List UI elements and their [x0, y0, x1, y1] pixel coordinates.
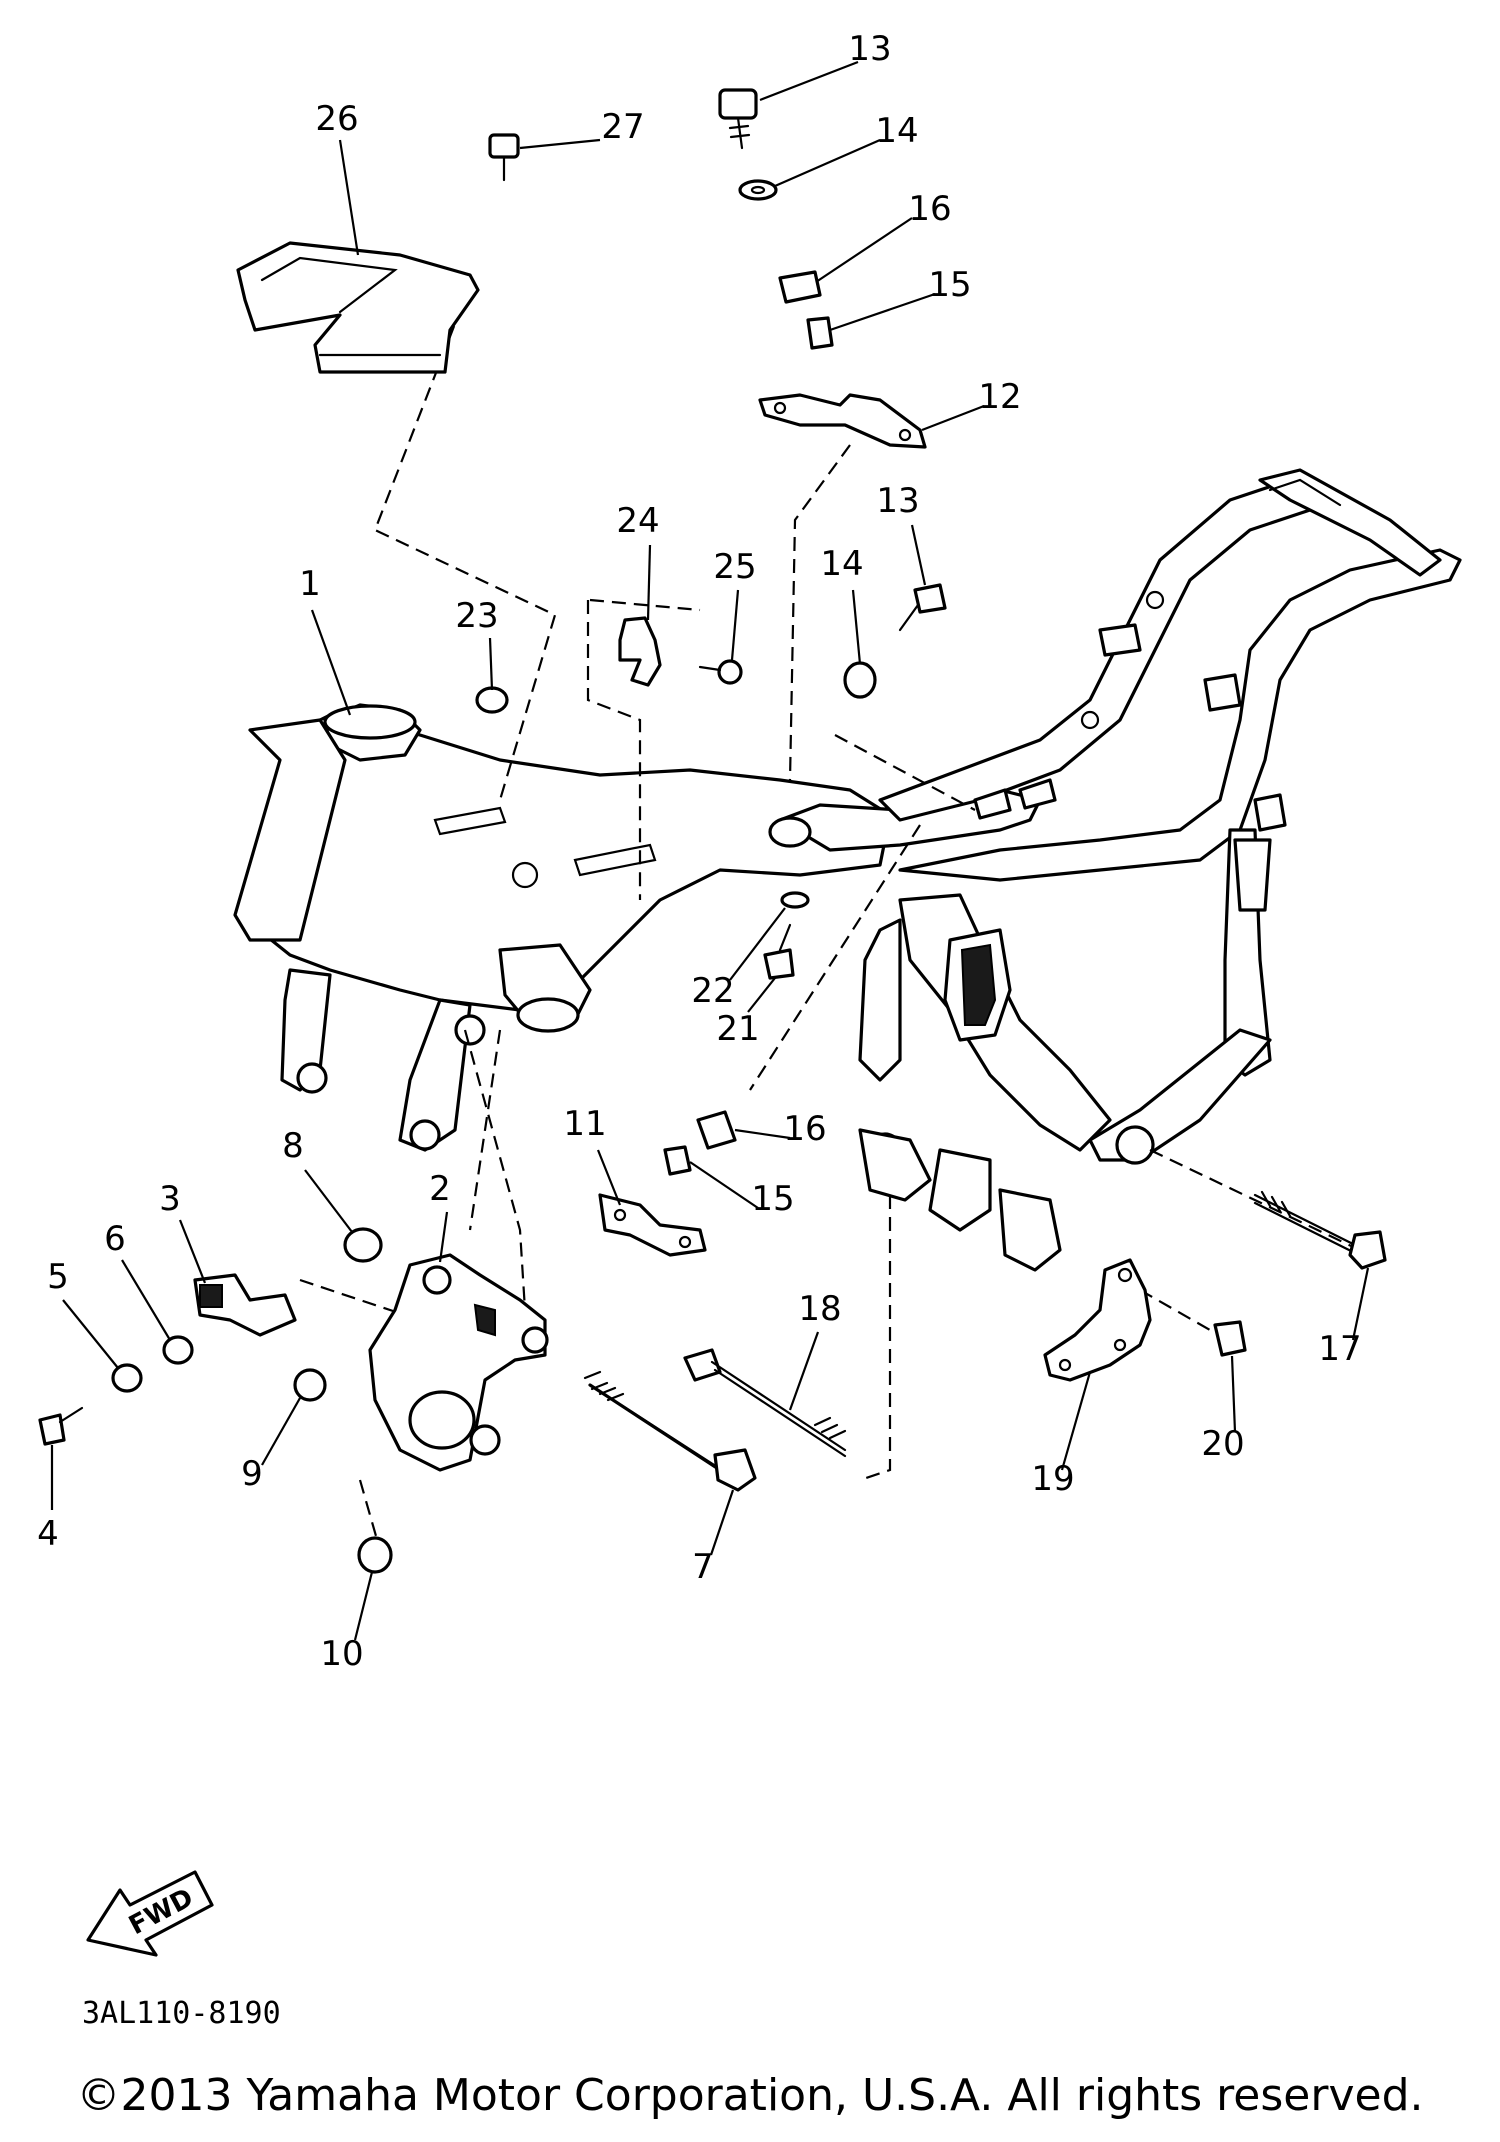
callout-22: 22	[691, 971, 734, 1011]
callout-12: 12	[978, 377, 1021, 417]
part-11-bracket[interactable]	[598, 1193, 707, 1257]
part-21-bolt[interactable]	[763, 923, 795, 980]
part-14-washer-mid[interactable]	[843, 661, 877, 699]
callout-13a: 13	[848, 29, 891, 69]
part-24-clamp[interactable]	[589, 598, 701, 687]
part-17-long-bolt[interactable]	[1253, 1190, 1387, 1270]
callout-11: 11	[563, 1104, 606, 1144]
part-15-collar-top[interactable]	[806, 316, 834, 350]
callout-26: 26	[315, 99, 358, 139]
callout-23: 23	[455, 596, 498, 636]
callout-4: 4	[37, 1514, 59, 1554]
callout-1: 1	[299, 564, 321, 604]
callout-19: 19	[1031, 1459, 1074, 1499]
callout-25: 25	[713, 547, 756, 587]
callout-17: 17	[1318, 1329, 1361, 1369]
part-18-long-bolt[interactable]	[683, 1348, 847, 1458]
part-19-bracket[interactable]	[1043, 1258, 1152, 1382]
callout-24: 24	[616, 501, 659, 541]
part-9-washer[interactable]	[293, 1368, 327, 1402]
callout-7: 7	[692, 1547, 714, 1587]
callout-14b: 14	[820, 544, 863, 584]
copyright-notice: ©2013 Yamaha Motor Corporation, U.S.A. A…	[76, 2070, 1424, 2121]
callout-20: 20	[1201, 1424, 1244, 1464]
part-15-collar-bottom[interactable]	[663, 1145, 692, 1176]
callout-9: 9	[241, 1454, 263, 1494]
part-10-nut[interactable]	[357, 1536, 393, 1574]
callout-27: 27	[601, 107, 644, 147]
callout-15a: 15	[928, 265, 971, 305]
callout-14a: 14	[875, 111, 918, 151]
callout-18: 18	[798, 1289, 841, 1329]
callout-3: 3	[159, 1179, 181, 1219]
main-frame	[233, 468, 1462, 1272]
part-20-nut[interactable]	[1213, 1320, 1247, 1357]
part-4-bolt[interactable]	[38, 1406, 84, 1446]
part-6-washer[interactable]	[162, 1335, 194, 1365]
fwd-arrow: FWD	[86, 1870, 214, 1957]
part-26-cover[interactable]	[236, 241, 480, 374]
callout-6: 6	[104, 1219, 126, 1259]
callout-16b: 16	[783, 1109, 826, 1149]
callout-21: 21	[716, 1009, 759, 1049]
callout-10: 10	[320, 1634, 363, 1674]
part-16-grommet-bottom[interactable]	[696, 1110, 737, 1150]
assembly-lines	[299, 284, 1371, 1551]
part-5-nut[interactable]	[111, 1363, 143, 1393]
part-13-bolt-top[interactable]	[718, 88, 758, 150]
callout-2: 2	[429, 1169, 451, 1209]
part-13-bolt-mid[interactable]	[898, 583, 947, 632]
callout-15b: 15	[751, 1179, 794, 1219]
part-3-bracket[interactable]	[193, 1273, 297, 1337]
part-16-grommet-top[interactable]	[778, 270, 822, 304]
callout-5: 5	[47, 1257, 69, 1297]
part-12-bracket[interactable]	[758, 393, 927, 449]
callout-8: 8	[282, 1126, 304, 1166]
part-27-bolt[interactable]	[488, 133, 520, 182]
part-22-washer[interactable]	[780, 891, 810, 909]
part-code: 3AL110-8190	[82, 1996, 281, 2031]
part-7-long-bolt[interactable]	[583, 1370, 757, 1492]
part-8-nut[interactable]	[343, 1227, 383, 1263]
part-23-cap[interactable]	[475, 686, 509, 714]
part-2-engine-bracket[interactable]	[368, 1253, 549, 1472]
callout-13b: 13	[876, 481, 919, 521]
part-14-washer-top[interactable]	[738, 179, 778, 201]
leader-lines	[50, 60, 1370, 1641]
part-25-screw[interactable]	[698, 659, 743, 685]
callout-16a: 16	[908, 189, 951, 229]
